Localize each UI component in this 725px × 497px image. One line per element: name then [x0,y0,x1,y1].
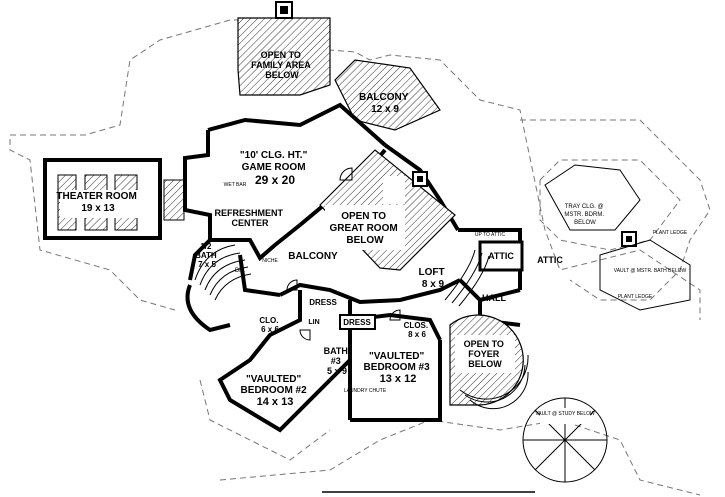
plant-ledge-1: PLANT LEDGE [653,230,688,236]
clos1-size: 6 x 6 [261,325,279,334]
bath3-line1: BATH [324,346,348,356]
refreshment-line2: CENTER [231,218,269,228]
open-to-great-room: OPEN TO GREAT ROOM BELOW [319,149,456,271]
stair-upper: DN. [185,244,252,333]
master-bath-vault: PLANT LEDGE VAULT @ MSTR. BATH BELOW PLA… [599,230,691,311]
open-foyer-line1: OPEN TO [464,339,504,349]
plant-ledge-2: PLANT LEDGE [618,294,653,300]
dn-note-1: DN. [235,268,246,274]
bath2-line1: 1/2 [200,242,212,251]
dress-label-2: DRESS [343,318,371,327]
svg-text:"10' CLG. HT." GAME ROOM: "10' CLG. HT." GAME ROOM 29 x 20 [240,150,310,187]
svg-text:THEATER ROOM 19 x 13: THEATER ROOM 19 x 13 [56,191,139,214]
clos2-size: 8 x 6 [408,330,426,339]
attic-label-1: ATTIC [488,251,514,261]
refreshment-line1: REFRESHMENT [214,208,283,218]
dress-label-1: DRESS [309,298,337,307]
hall: HALL [482,293,506,303]
svg-text:"VAULTED" BEDROOM #2: "VAULTED" BEDROOM #2 14 x 13 [241,374,310,408]
open-foyer-line3: BELOW [468,359,502,369]
hall-label: HALL [482,293,506,303]
door-swings [286,167,401,341]
up-to-attic-note: UP TO ATTIC [475,232,506,238]
svg-text:"VAULTED" BEDROOM #3: "VAULTED" BEDROOM #3 13 x 12 [364,351,433,385]
bed2-size: 14 x 13 [257,396,294,408]
open-great-line3: BELOW [346,235,384,246]
game-room: "10' CLG. HT." GAME ROOM 29 x 20 WET BAR [224,150,310,188]
wet-bar-note: WET BAR [224,182,247,188]
balcony-mid: BALCONY [288,251,338,262]
svg-text:OPEN TO GREAT ROOM: OPEN TO GREAT ROOM BELOW [330,211,401,246]
bath2-line2: BATH [195,251,217,260]
open-family-line3: BELOW [265,70,299,80]
bed2-vault: "VAULTED" [246,374,301,385]
game-size: 29 x 20 [255,173,295,187]
loft: LOFT 8 x 9 [419,249,490,307]
tray-line1: TRAY CLG. @ [565,204,604,210]
attic-area: ATTIC ATTIC UP TO ATTIC [475,232,563,272]
svg-text:REFRESHMENT CENTER: REFRESHMENT CENTER [214,208,285,228]
open-great-line2: GREAT ROOM [330,223,398,234]
vault-study-note: VAULT @ STUDY BELOW [535,411,595,417]
open-foyer-line2: FOYER [468,349,500,359]
loft-size: 8 x 9 [422,279,445,290]
bed3-size: 13 x 12 [380,373,417,385]
balcony-top: BALCONY 12 x 9 [334,59,441,131]
svg-text:1/2 BATH 7 x 5: 1/2 BATH 7 x 5 [195,242,219,269]
balcony-top-size: 12 x 9 [371,104,399,115]
bath3-line3: 5 x 9 [327,366,347,376]
open-great-line1: OPEN TO [341,211,386,222]
svg-text:CLOS. 8 x 6: CLOS. 8 x 6 [404,321,431,339]
balcony-top-name: BALCONY [359,92,409,103]
bath2-line3: 7 x 5 [198,260,216,269]
tray-line2: MSTR. BDRM. [564,212,604,218]
theater-room: THEATER ROOM 19 x 13 [43,158,185,240]
clos2-name: CLOS. [404,321,428,330]
dress-closets: DRESS DRESS CLO. 6 x 6 CLOS. 8 x 6 LIN [259,298,431,339]
open-to-foyer: OPEN TO FOYER BELOW [449,314,529,410]
lin-label: LIN [308,319,319,326]
bed3-name: BEDROOM #3 [364,362,431,373]
attic-label-2: ATTIC [537,255,563,265]
tray-line3: BELOW [574,220,596,226]
game-clg: "10' CLG. HT." [240,150,308,161]
svg-text:OPEN TO FAMILY AREA: OPEN TO FAMILY AREA BELOW [251,50,313,80]
loft-name: LOFT [419,267,445,278]
theater-size: 19 x 13 [81,203,115,214]
open-family-line2: FAMILY AREA [251,60,311,70]
niche-note: NICHE [262,258,278,264]
svg-text:TRAY CLG. @ MSTR. BDRM.: TRAY CLG. @ MSTR. BDRM. BELOW [564,204,605,226]
svg-text:BATH #3 5 x 9: BATH #3 5 x 9 [324,346,351,376]
bed2-name: BEDROOM #2 [241,385,308,396]
vault-master-bath-note: VAULT @ MSTR. BATH BELOW [614,268,687,274]
bed3-vault: "VAULTED" [369,351,424,362]
clos1-name: CLO. [259,316,278,325]
svg-text:LOFT 8 x 9: LOFT 8 x 9 [419,267,448,290]
bedroom-3: "VAULTED" BEDROOM #3 13 x 12 LAUNDRY CHU… [344,351,433,394]
svg-text:CLO. 6 x 6: CLO. 6 x 6 [259,316,280,334]
tray-master: TRAY CLG. @ MSTR. BDRM. BELOW [544,164,641,247]
bedroom-2: "VAULTED" BEDROOM #2 14 x 13 [241,374,310,408]
refreshment-center: REFRESHMENT CENTER NICHE [214,208,285,264]
svg-text:OPEN TO FOYER BELO: OPEN TO FOYER BELOW [464,339,507,369]
bath3-line2: #3 [331,356,341,366]
study-vault: VAULT @ STUDY BELOW [522,397,608,483]
open-family-line1: OPEN TO [261,50,301,60]
laundry-chute-note: LAUNDRY CHUTE [344,388,387,394]
theater-name: THEATER ROOM [56,191,136,202]
game-name: GAME ROOM [242,162,306,173]
open-to-family-area: OPEN TO FAMILY AREA BELOW [237,1,331,96]
bath-3: BATH #3 5 x 9 [324,346,351,376]
svg-text:BALCONY 12 x 9: BALCONY 12 x 9 [359,92,411,115]
balcony-mid-label: BALCONY [288,251,338,262]
half-bath: 1/2 BATH 7 x 5 [195,242,219,269]
